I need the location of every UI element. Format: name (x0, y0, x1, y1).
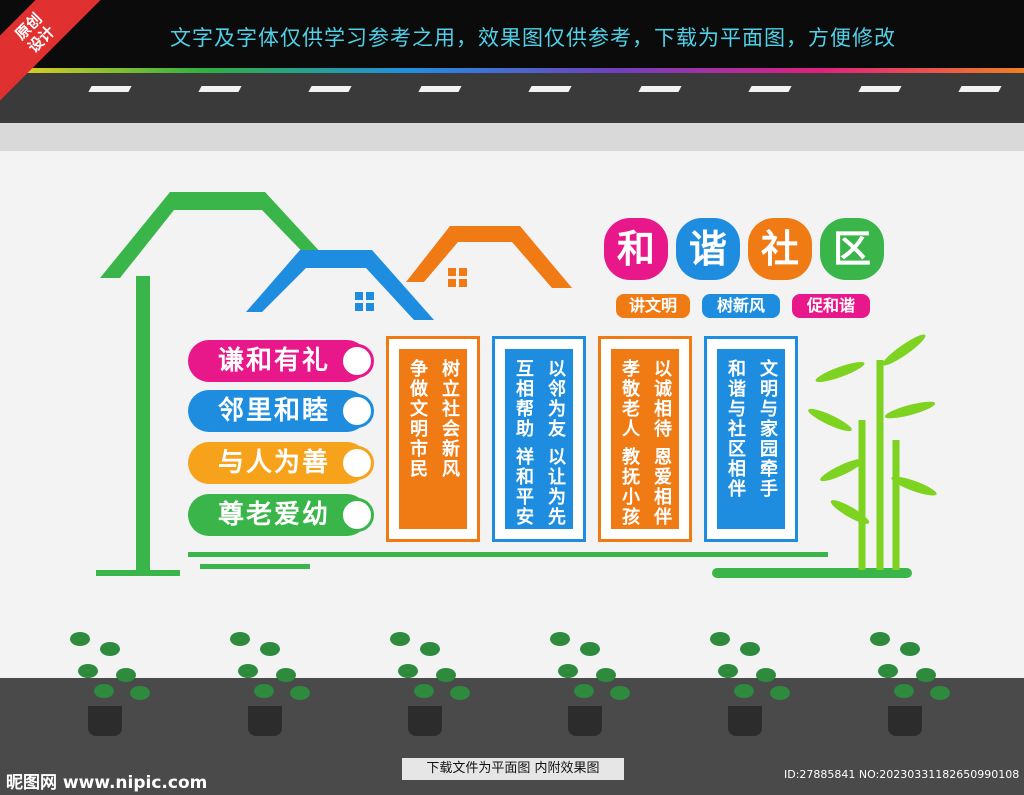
tag-1: 讲文明 (616, 294, 690, 318)
panel-inner: 以诚相待 恩爱相伴 孝敬老人 教抚小孩 (611, 349, 679, 529)
potted-plant-icon (66, 628, 150, 740)
potted-plant-icon (226, 628, 310, 740)
panel-text: 以邻为友 以让为先 (545, 359, 566, 528)
potted-plant-icon (706, 628, 790, 740)
blue-window-icon (355, 292, 374, 311)
slogan-label: 尊老爱幼 (218, 500, 331, 530)
orange-window-icon (448, 268, 467, 287)
title-char-1: 和 (604, 218, 668, 280)
slogan-label: 与人为善 (218, 448, 331, 478)
title-char-4: 区 (820, 218, 884, 280)
slogan-cap-icon (340, 498, 374, 532)
panel-inner: 以邻为友 以让为先 互相帮助 祥和平安 (505, 349, 573, 529)
bamboo (858, 360, 900, 570)
green-roof (100, 192, 335, 278)
green-pole (136, 276, 150, 576)
image-id: ID:27885841 NO:20230331182650990108 (784, 768, 1020, 781)
slogan-cap-icon (340, 344, 374, 378)
banner-notice: 文字及字体仅供学习参考之用，效果图仅供参考，下载为平面图，方便修改 (170, 26, 896, 50)
panel-2: 以邻为友 以让为先 互相帮助 祥和平安 (492, 336, 586, 542)
top-banner: 文字及字体仅供学习参考之用，效果图仅供参考，下载为平面图，方便修改 (0, 0, 1024, 68)
bamboo-leaves (808, 334, 937, 524)
footer-note: 下载文件为平面图 内附效果图 (402, 758, 624, 780)
slogan-label: 邻里和睦 (218, 396, 331, 426)
tag-3: 促和谐 (792, 294, 870, 318)
panel-text: 树立社会新风 (439, 359, 460, 479)
potted-plant-icon (386, 628, 470, 740)
panel-inner: 文明与家园牵手 和谐与社区相伴 (717, 349, 785, 529)
blue-roof (246, 250, 434, 320)
panel-text: 和谐与社区相伴 (725, 359, 746, 499)
ground-line-main (188, 552, 828, 557)
title-char-2: 谐 (676, 218, 740, 280)
watermark-logo: 昵图网 www.nipic.com (6, 773, 208, 793)
rainbow-stripe (0, 68, 1024, 73)
panel-3: 以诚相待 恩爱相伴 孝敬老人 教抚小孩 (598, 336, 692, 542)
slogan-2: 邻里和睦 (188, 390, 374, 432)
panel-inner: 树立社会新风 争做文明市民 (399, 349, 467, 529)
slogan-4: 尊老爱幼 (188, 494, 374, 536)
panel-text: 互相帮助 祥和平安 (513, 359, 534, 528)
panel-text: 孝敬老人 教抚小孩 (619, 359, 640, 528)
slogan-1: 谦和有礼 (188, 340, 374, 382)
orange-roof (406, 226, 572, 288)
panel-4: 文明与家园牵手 和谐与社区相伴 (704, 336, 798, 542)
slogan-3: 与人为善 (188, 442, 374, 484)
tag-2: 树新风 (702, 294, 780, 318)
panel-1: 树立社会新风 争做文明市民 (386, 336, 480, 542)
panel-text: 以诚相待 恩爱相伴 (651, 359, 672, 528)
potted-plant-icon (866, 628, 950, 740)
slogan-cap-icon (340, 394, 374, 428)
slogan-label: 谦和有礼 (218, 346, 331, 376)
panel-text: 争做文明市民 (407, 359, 428, 479)
potted-plant-icon (546, 628, 630, 740)
ground-line (200, 564, 310, 569)
slogan-cap-icon (340, 446, 374, 480)
ground-line-left (96, 570, 180, 576)
panel-text: 文明与家园牵手 (757, 359, 778, 499)
ground-line-right (712, 568, 912, 578)
ceiling-band (0, 123, 1024, 151)
title-char-3: 社 (748, 218, 812, 280)
